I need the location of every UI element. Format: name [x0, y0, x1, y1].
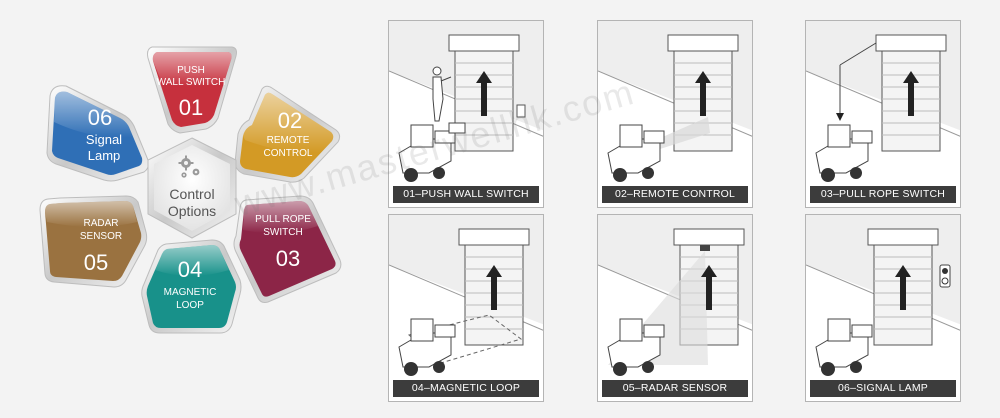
petal-gloss [243, 201, 318, 234]
petal-gloss [54, 91, 133, 138]
center-label-line2: Options [168, 203, 216, 219]
panel-magnetic-loop: 04–MAGNETIC LOOP [388, 214, 544, 402]
panel-remote-control: 02–REMOTE CONTROL [597, 20, 753, 208]
option-pull-rope-switch[interactable]: PULL ROPE SWITCH 03 [233, 195, 342, 303]
signal-lamp-scene [806, 215, 960, 376]
signal-lamp-icon [939, 264, 951, 288]
magnetic-loop-scene [389, 215, 543, 376]
panel-pull-rope-switch: 03–PULL ROPE SWITCH [805, 20, 961, 208]
option-label-line1: Signal [86, 132, 122, 147]
radar-sensor-scene [598, 215, 752, 376]
option-remote-control[interactable]: 02 REMOTE CONTROL [234, 85, 341, 183]
remote-control-scene [598, 21, 752, 182]
petal-gloss [45, 201, 137, 227]
center-hexagon [154, 145, 230, 231]
option-number: 04 [178, 257, 202, 282]
option-magnetic-loop[interactable]: 04 MAGNETIC LOOP [141, 239, 242, 334]
option-label-line2: WALL SWITCH [157, 77, 226, 88]
petal-gloss [243, 92, 334, 154]
petal-gloss [155, 245, 229, 276]
option-label-line1: RADAR [83, 218, 118, 229]
panel-signal-lamp: 06–SIGNAL LAMP [805, 214, 961, 402]
option-label-line2: SWITCH [263, 227, 302, 238]
option-push-wall-switch[interactable]: PUSH WALL SWITCH 01 [147, 46, 237, 134]
petal-gloss [152, 52, 232, 87]
option-number: 03 [276, 246, 300, 271]
option-radar-sensor[interactable]: RADAR SENSOR 05 [39, 195, 148, 288]
panel-caption: 03–PULL ROPE SWITCH [810, 186, 956, 203]
center-hub: Control Options [147, 137, 237, 239]
option-label-line1: PUSH [177, 65, 205, 76]
option-label-line1: PULL ROPE [255, 214, 311, 225]
option-number: 02 [278, 108, 302, 133]
pull-rope-switch-scene [806, 21, 960, 182]
option-label-line1: MAGNETIC [164, 287, 217, 298]
center-label-line1: Control [169, 186, 214, 202]
control-options-wheel: PUSH WALL SWITCH 01 02 REMOTE CONTROL PU… [39, 46, 342, 334]
option-label-line1: REMOTE [267, 135, 310, 146]
panel-caption: 01–PUSH WALL SWITCH [393, 186, 539, 203]
gears-icon [178, 155, 200, 178]
option-label-line2: LOOP [176, 300, 204, 311]
panel-caption: 04–MAGNETIC LOOP [393, 380, 539, 397]
panel-caption: 06–SIGNAL LAMP [810, 380, 956, 397]
panel-radar-sensor: 05–RADAR SENSOR [597, 214, 753, 402]
panel-caption: 05–RADAR SENSOR [602, 380, 748, 397]
option-number: 05 [84, 250, 108, 275]
option-label-line2: SENSOR [80, 231, 122, 242]
option-signal-lamp[interactable]: 06 Signal Lamp [46, 85, 149, 182]
option-label-line2: Lamp [88, 148, 121, 163]
panel-push-wall-switch: 01–PUSH WALL SWITCH [388, 20, 544, 208]
option-number: 01 [179, 95, 203, 120]
option-number: 06 [88, 105, 112, 130]
panel-caption: 02–REMOTE CONTROL [602, 186, 748, 203]
push-wall-switch-scene [389, 21, 543, 182]
option-label-line2: CONTROL [264, 148, 313, 159]
